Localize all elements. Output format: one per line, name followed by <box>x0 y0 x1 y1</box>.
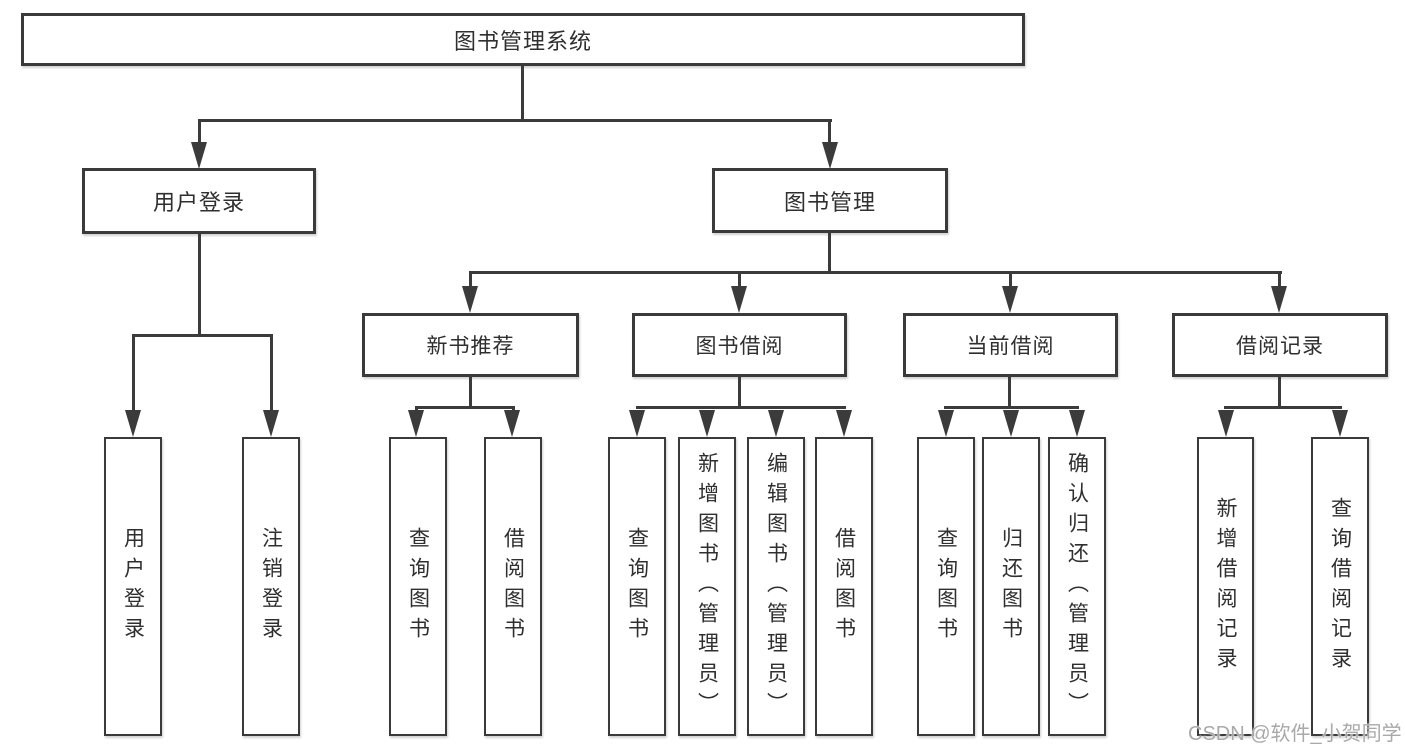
connector-user-drop-2 <box>270 334 273 412</box>
connector-g1-stem <box>738 376 741 409</box>
node-book-borrow-label: 图书借阅 <box>695 335 784 358</box>
arrow-g0-leaf-1 <box>408 410 424 437</box>
leaf-query-books-borrow-label: 查询图书 <box>625 526 649 647</box>
connector-book-drop-2 <box>738 271 741 288</box>
arrow-g2-leaf-3 <box>1069 410 1085 437</box>
connector-root-stem <box>521 65 524 121</box>
node-book-management: 图书管理 <box>712 168 948 233</box>
connector-root-rail <box>198 119 832 122</box>
node-root: 图书管理系统 <box>21 13 1025 66</box>
connector-root-left-drop <box>198 119 201 145</box>
connector-book-drop-3 <box>1009 271 1012 288</box>
leaf-query-borrow-record-label: 查询借阅记录 <box>1328 496 1352 677</box>
arrow-g1-leaf-3 <box>768 410 784 437</box>
leaf-confirm-return-admin: 确认归还（管理员） <box>1048 437 1106 736</box>
arrow-to-borrow-records <box>1271 286 1287 313</box>
connector-g0-rail <box>415 406 515 409</box>
leaf-borrow-books-recommend-label: 借阅图书 <box>501 526 525 647</box>
connector-book-drop-4 <box>1278 271 1281 288</box>
arrow-to-new-book-recommend <box>462 286 478 313</box>
arrow-to-leaf-user-login <box>125 410 141 437</box>
leaf-add-borrow-record-label: 新增借阅记录 <box>1214 496 1237 677</box>
leaf-add-book-admin: 新增图书（管理员） <box>678 437 736 736</box>
leaf-user-login-label: 用户登录 <box>121 526 145 647</box>
connector-g3-stem <box>1278 376 1281 409</box>
node-new-book-recommend-label: 新书推荐 <box>426 335 515 358</box>
leaf-query-books-borrow: 查询图书 <box>608 437 666 736</box>
connector-g2-rail <box>944 406 1079 409</box>
arrow-to-current-borrow <box>1002 286 1018 313</box>
connector-book-rail <box>469 271 1282 274</box>
arrow-to-book-management <box>822 142 838 169</box>
node-borrow-records-label: 借阅记录 <box>1236 335 1324 358</box>
arrow-g3-leaf-1 <box>1218 410 1234 437</box>
arrow-g2-leaf-1 <box>938 410 954 437</box>
node-new-book-recommend: 新书推荐 <box>362 313 579 377</box>
arrow-g3-leaf-2 <box>1332 410 1348 437</box>
node-user-login-branch: 用户登录 <box>82 168 316 234</box>
leaf-return-book: 归还图书 <box>982 437 1040 736</box>
connector-user-rail <box>132 334 273 337</box>
leaf-edit-book-admin: 编辑图书（管理员） <box>747 437 805 736</box>
leaf-logout: 注销登录 <box>242 437 300 736</box>
arrow-to-book-borrow <box>731 286 747 313</box>
leaf-query-books-recommend: 查询图书 <box>389 437 447 736</box>
node-current-borrow: 当前借阅 <box>903 313 1118 377</box>
node-borrow-records: 借阅记录 <box>1172 313 1388 377</box>
leaf-edit-book-admin-label: 编辑图书（管理员） <box>764 451 788 722</box>
leaf-query-borrow-record: 查询借阅记录 <box>1311 437 1369 736</box>
csdn-watermark: CSDN @软件_小贺同学 <box>1188 723 1402 745</box>
leaf-add-borrow-record: 新增借阅记录 <box>1197 437 1254 736</box>
connector-user-stem <box>198 233 201 336</box>
leaf-borrow-books-recommend: 借阅图书 <box>484 437 542 736</box>
connector-user-drop-1 <box>132 334 135 412</box>
connector-g0-stem <box>469 376 472 409</box>
connector-g1-rail <box>636 406 846 409</box>
leaf-logout-label: 注销登录 <box>259 526 283 647</box>
node-book-management-label: 图书管理 <box>783 189 876 215</box>
connector-root-right-drop <box>828 119 831 145</box>
arrow-to-leaf-logout <box>263 410 279 437</box>
node-root-label: 图书管理系统 <box>453 28 592 54</box>
leaf-borrow-books-label: 借阅图书 <box>832 526 856 647</box>
node-book-borrow: 图书借阅 <box>632 313 847 377</box>
leaf-user-login: 用户登录 <box>104 437 162 736</box>
connector-book-stem <box>828 232 831 274</box>
leaf-borrow-books: 借阅图书 <box>815 437 873 736</box>
leaf-query-books-recommend-label: 查询图书 <box>406 526 430 647</box>
node-user-login-branch-label: 用户登录 <box>152 190 245 215</box>
arrow-g2-leaf-2 <box>1003 410 1019 437</box>
connector-g3-rail <box>1224 406 1342 409</box>
leaf-add-book-admin-label: 新增图书（管理员） <box>695 451 719 722</box>
leaf-query-books-current-label: 查询图书 <box>934 526 958 647</box>
arrow-g1-leaf-1 <box>629 410 645 437</box>
arrow-g0-leaf-2 <box>504 410 520 437</box>
arrow-g1-leaf-2 <box>699 410 715 437</box>
connector-g2-stem <box>1008 376 1011 409</box>
leaf-confirm-return-admin-label: 确认归还（管理员） <box>1065 451 1089 722</box>
arrow-to-user-login <box>191 142 207 169</box>
node-current-borrow-label: 当前借阅 <box>966 335 1055 358</box>
arrow-g1-leaf-4 <box>836 410 852 437</box>
leaf-query-books-current: 查询图书 <box>917 437 975 736</box>
leaf-return-book-label: 归还图书 <box>999 526 1023 647</box>
connector-book-drop-1 <box>469 271 472 288</box>
